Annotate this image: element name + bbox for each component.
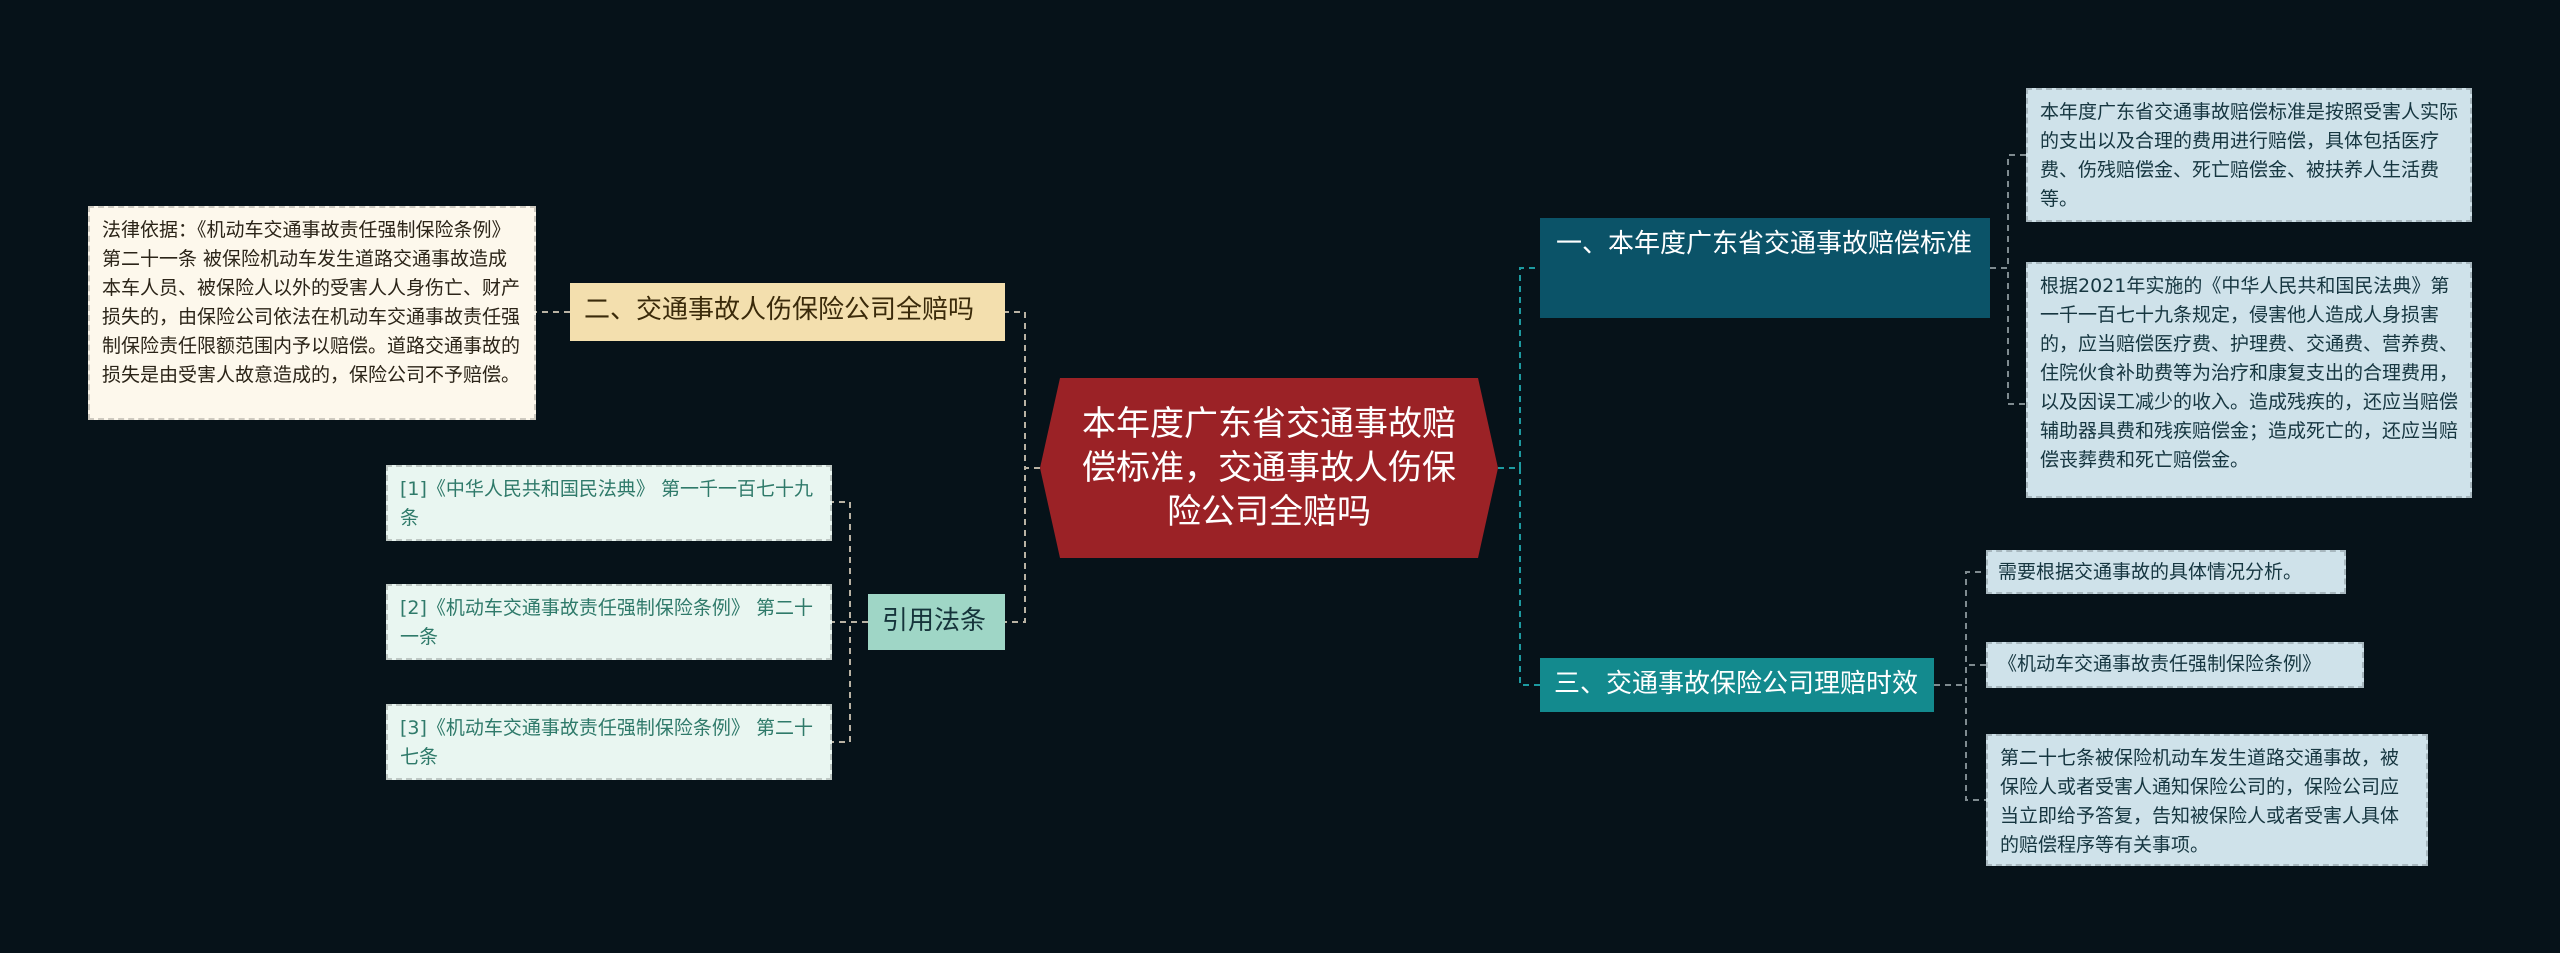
link-b3-n3: [1934, 684, 1986, 801]
link-b1-n2: [1990, 267, 2026, 405]
branch-full-compensation[interactable]: 二、交通事故人伤保险公司全赔吗: [570, 283, 1005, 341]
note-text: 法律依据：《机动车交通事故责任强制保险条例》 第二十一条 被保险机动车发生道路交…: [102, 219, 521, 386]
note-standard-summary: 本年度广东省交通事故赔偿标准是按照受害人实际的支出以及合理的费用进行赔偿，具体包…: [2026, 88, 2472, 222]
link-b3-n1: [1934, 571, 1986, 686]
branch-label: 三、交通事故保险公司理赔时效: [1554, 669, 1919, 699]
note-text: 根据2021年实施的《中华人民共和国民法典》第一千一百七十九条规定，侵害他人造成…: [2040, 275, 2459, 471]
note-article-27: 第二十七条被保险机动车发生道路交通事故，被保险人或者受害人通知保险公司的，保险公…: [1986, 734, 2428, 866]
note-civil-code-1179: 根据2021年实施的《中华人民共和国民法典》第一千一百七十九条规定，侵害他人造成…: [2026, 262, 2472, 498]
link-center-b2: [1005, 311, 1040, 469]
branch-cited-laws[interactable]: 引用法条: [868, 594, 1005, 650]
branch-label: 一、本年度广东省交通事故赔偿标准: [1556, 229, 1973, 259]
note-text: [2]《机动车交通事故责任强制保险条例》 第二十一条: [400, 597, 813, 648]
note-text: 《机动车交通事故责任强制保险条例》: [1998, 653, 2322, 675]
link-b4-n1: [832, 501, 868, 623]
branch-compensation-standard[interactable]: 一、本年度广东省交通事故赔偿标准: [1540, 218, 1990, 318]
branch-label: 引用法条: [882, 606, 987, 636]
note-citation-3[interactable]: [3]《机动车交通事故责任强制保险条例》 第二十七条: [386, 704, 832, 780]
note-text: 本年度广东省交通事故赔偿标准是按照受害人实际的支出以及合理的费用进行赔偿，具体包…: [2040, 101, 2459, 210]
link-b3-n2: [1934, 664, 1986, 686]
link-center-b4: [1005, 467, 1040, 623]
central-topic-label: 本年度广东省交通事故赔偿标准，交通事故人伤保险公司全赔吗: [1082, 404, 1456, 532]
note-case-analysis: 需要根据交通事故的具体情况分析。: [1986, 550, 2346, 594]
link-center-b1: [1498, 267, 1540, 469]
note-text: [3]《机动车交通事故责任强制保险条例》 第二十七条: [400, 717, 813, 768]
link-b1-n1: [1990, 154, 2026, 269]
note-citation-1[interactable]: [1]《中华人民共和国民法典》 第一千一百七十九条: [386, 465, 832, 541]
note-citation-2[interactable]: [2]《机动车交通事故责任强制保险条例》 第二十一条: [386, 584, 832, 660]
branch-claim-timeliness[interactable]: 三、交通事故保险公司理赔时效: [1540, 658, 1934, 712]
note-text: 需要根据交通事故的具体情况分析。: [1998, 561, 2303, 583]
note-regulation-title: 《机动车交通事故责任强制保险条例》: [1986, 642, 2364, 688]
note-legal-basis: 法律依据：《机动车交通事故责任强制保险条例》 第二十一条 被保险机动车发生道路交…: [88, 206, 536, 420]
note-text: [1]《中华人民共和国民法典》 第一千一百七十九条: [400, 478, 813, 529]
link-b4-n3: [832, 621, 868, 743]
central-topic[interactable]: 本年度广东省交通事故赔偿标准，交通事故人伤保险公司全赔吗: [1040, 378, 1498, 558]
link-center-b3: [1498, 467, 1540, 686]
branch-label: 二、交通事故人伤保险公司全赔吗: [584, 295, 975, 325]
note-text: 第二十七条被保险机动车发生道路交通事故，被保险人或者受害人通知保险公司的，保险公…: [2000, 747, 2400, 856]
